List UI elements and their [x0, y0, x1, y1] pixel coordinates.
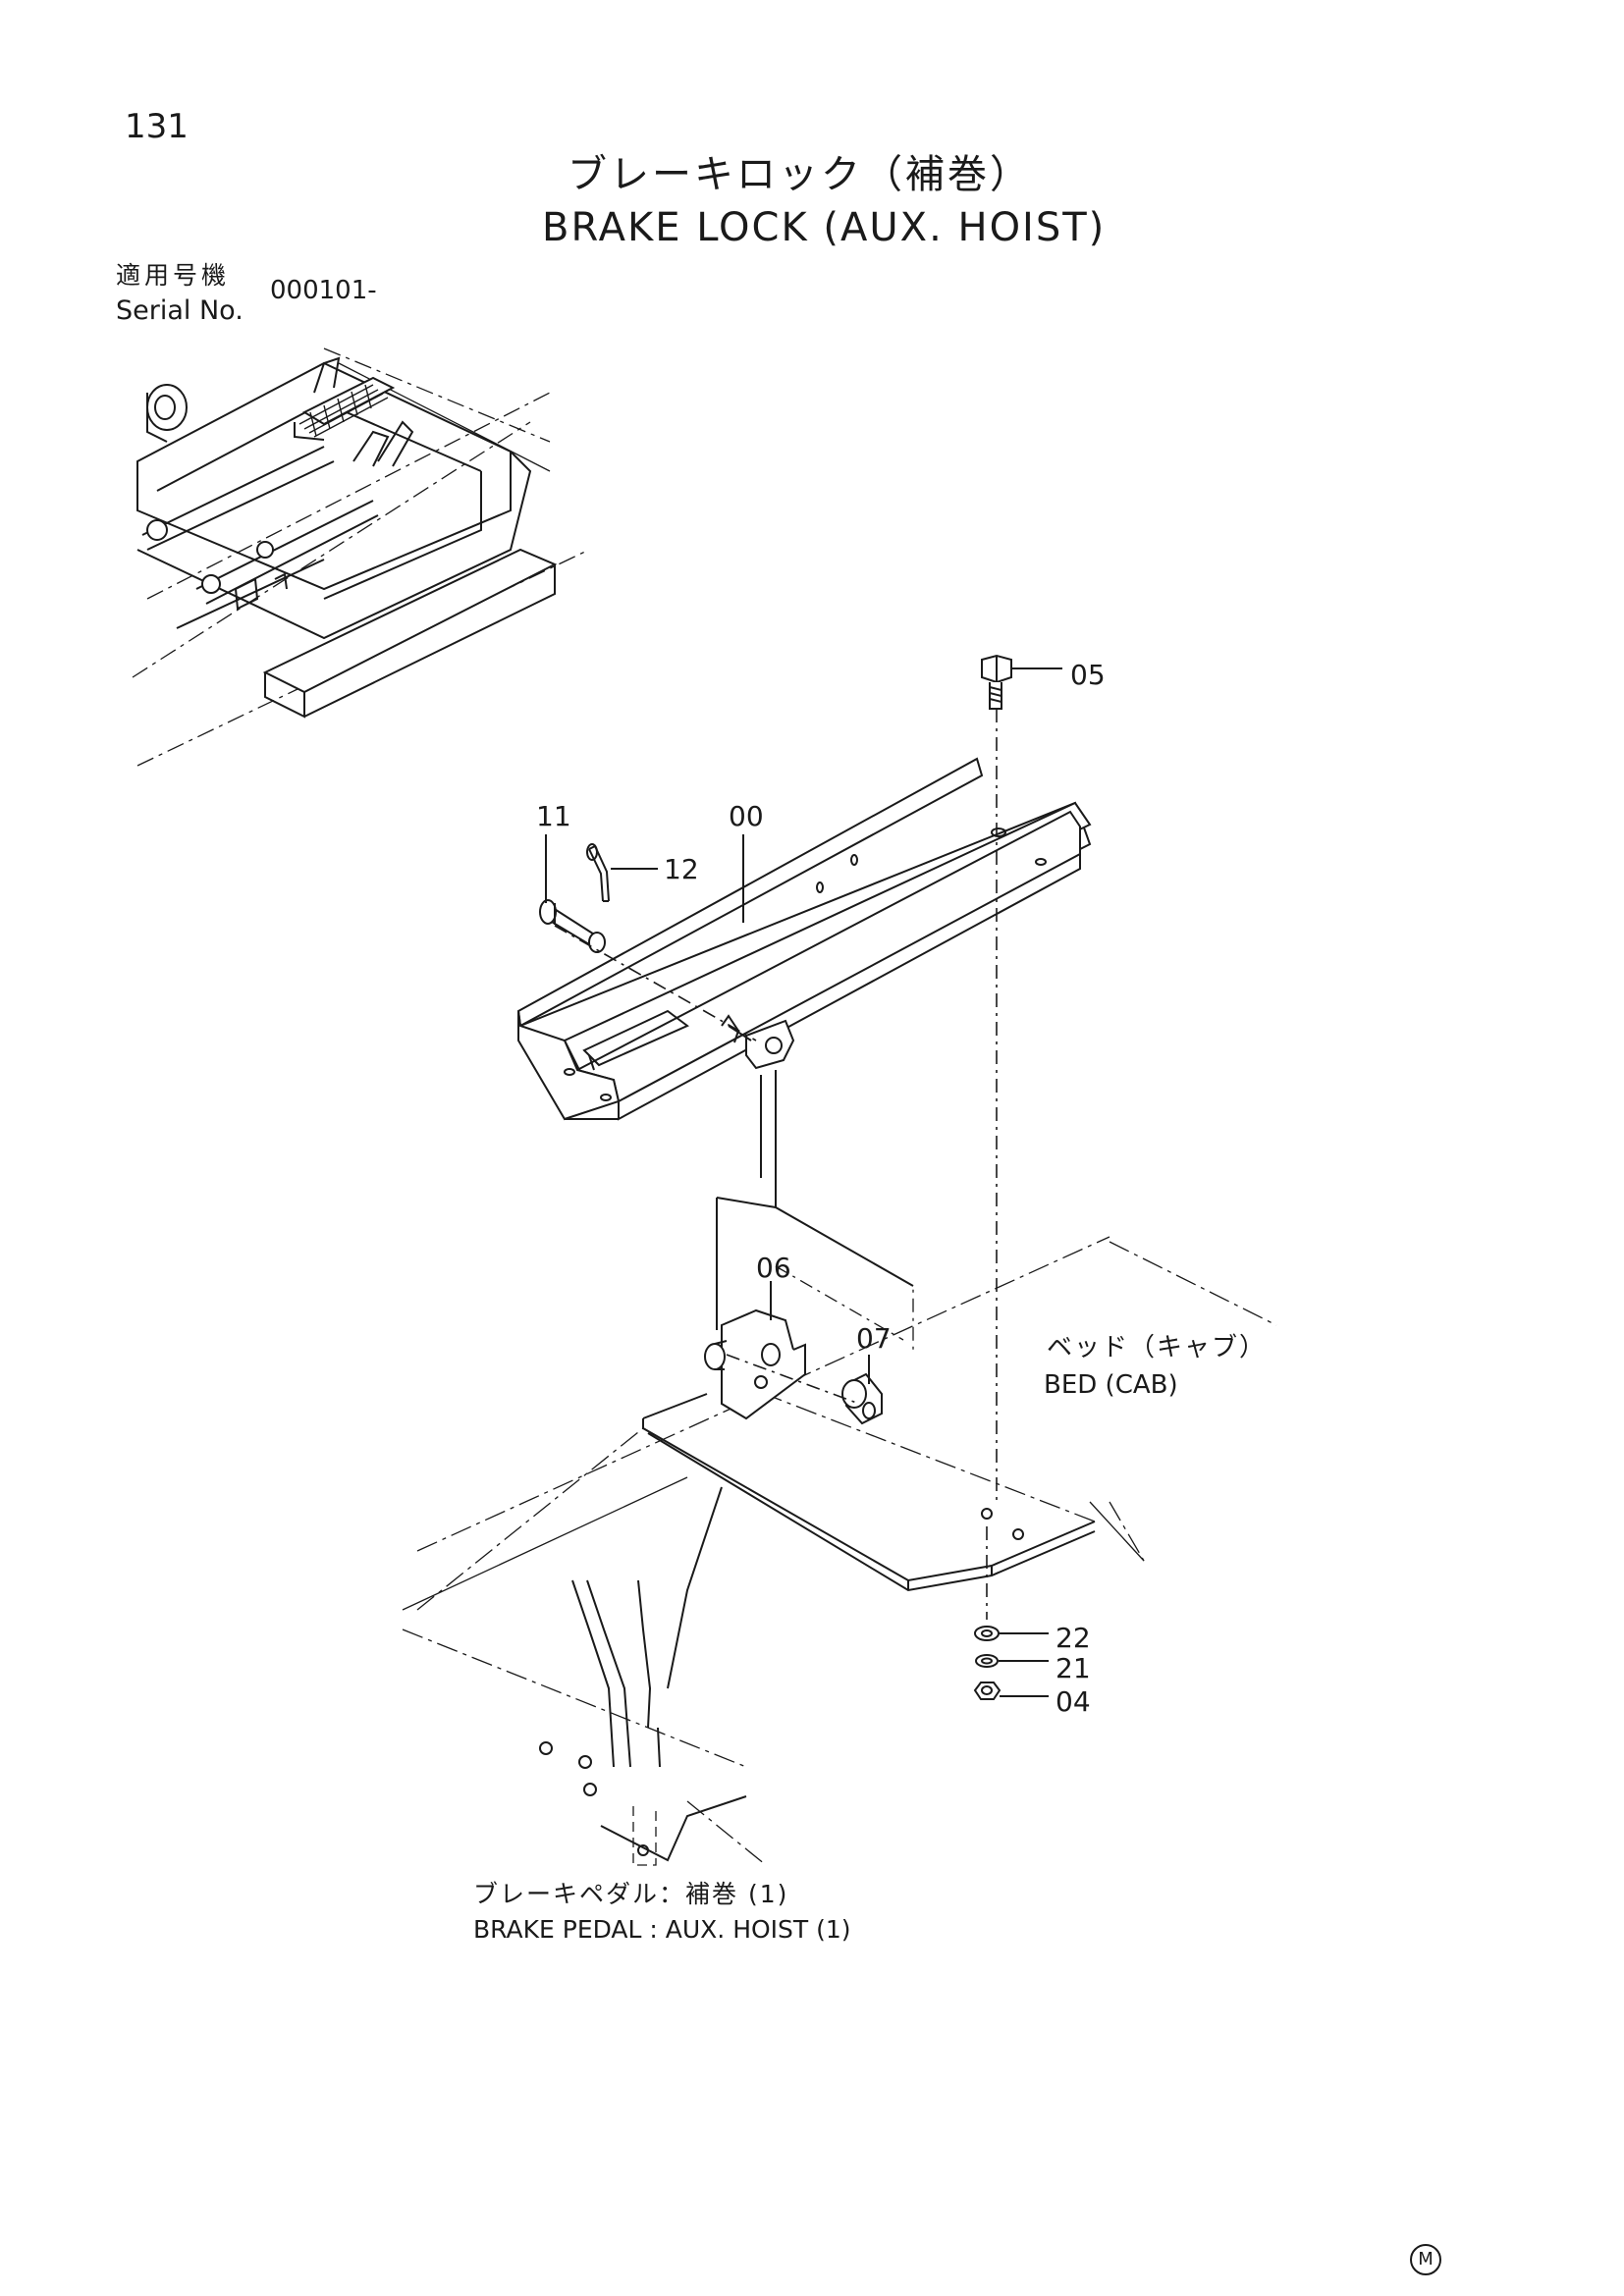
brake-pedal-label-english: BRAKE PEDAL : AUX. HOIST (1)	[473, 1915, 851, 1944]
bolt-part-05	[981, 654, 1012, 710]
callout-leader-lines	[545, 667, 1062, 1697]
callout-04: 04	[1056, 1685, 1091, 1718]
bed-label-japanese: ベッド（キャブ）	[1047, 1333, 1268, 1362]
publisher-mark: M	[1410, 2244, 1441, 2275]
washer-part-22	[974, 1626, 1000, 1641]
callout-05: 05	[1070, 659, 1106, 691]
callout-06: 06	[756, 1252, 791, 1284]
brake-pedal-label-japanese: ブレーキペダル：補巻 (1)	[473, 1880, 789, 1908]
page-title-japanese: ブレーキロック（補巻）	[568, 152, 1032, 197]
spring-washer-part-21	[975, 1654, 999, 1668]
lock-plate-outline	[716, 1070, 914, 1355]
serial-label-english: Serial No.	[116, 295, 244, 326]
hinge-bracket-part-06	[704, 1308, 806, 1420]
split-pin-part-12	[586, 843, 610, 902]
nut-part-04	[973, 1682, 1001, 1700]
serial-number-value: 000101-	[270, 276, 377, 305]
bushing-part-07	[841, 1372, 883, 1425]
callout-11: 11	[536, 800, 571, 832]
callout-21: 21	[1056, 1652, 1091, 1684]
page-number: 131	[125, 107, 189, 146]
serial-label-japanese: 適用号機	[116, 261, 231, 290]
bed-label-english: BED (CAB)	[1044, 1370, 1178, 1400]
pin-part-11	[539, 899, 606, 953]
cab-bed-floor	[402, 1236, 1277, 1866]
callout-22: 22	[1056, 1622, 1091, 1654]
assembly-center-lines	[554, 709, 998, 1620]
callout-00: 00	[729, 800, 764, 832]
machine-overview-inset	[132, 347, 590, 767]
page-title-english: BRAKE LOCK (AUX. HOIST)	[542, 205, 1107, 250]
channel-bracket-part-00	[516, 757, 1092, 1121]
callout-12: 12	[664, 853, 699, 885]
brake-pedal-outline	[571, 1486, 723, 1866]
